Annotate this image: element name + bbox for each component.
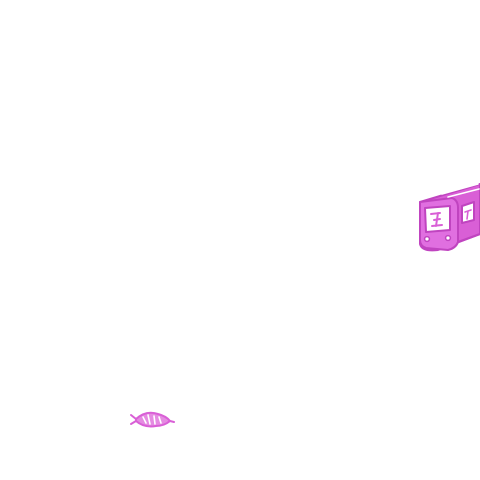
- subway-train-icon[interactable]: [412, 180, 480, 254]
- fish-icon[interactable]: [128, 404, 176, 436]
